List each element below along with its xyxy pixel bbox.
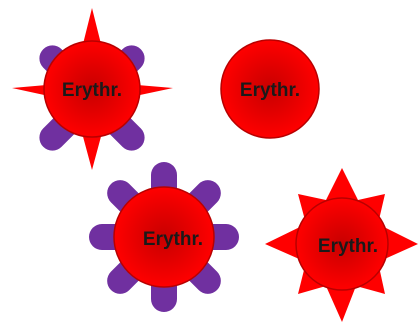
erythrocyte-spiked-lobed: Erythr. bbox=[12, 8, 173, 170]
cell-label: Erythr. bbox=[143, 229, 203, 250]
erythrocyte-spiked: Erythr. bbox=[265, 168, 418, 322]
erythrocyte-plain: Erythr. bbox=[221, 40, 319, 138]
cell-label: Erythr. bbox=[62, 80, 122, 101]
cell-label: Erythr. bbox=[318, 236, 378, 257]
cell-label: Erythr. bbox=[240, 80, 300, 101]
erythrocyte-lobed: Erythr. bbox=[89, 162, 239, 312]
